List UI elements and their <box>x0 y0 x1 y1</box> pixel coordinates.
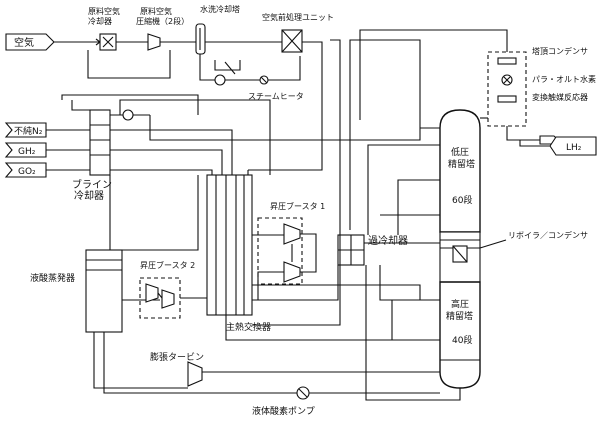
go2-label: GO₂ <box>18 167 36 177</box>
wash-water-pump <box>214 74 226 86</box>
liquid-oxygen-pump <box>296 386 310 400</box>
vacuum-booster-2-label: 昇圧ブースタ 2 <box>140 260 195 270</box>
impure-n2-label: 不純N₂ <box>14 125 43 137</box>
raw-air-compressor-label-1: 原料空気 <box>140 6 172 16</box>
main-heat-exchanger-label: 主熱交換器 <box>226 321 271 333</box>
expansion-turbine-label: 膨張タービン <box>150 351 204 363</box>
brine-cooler <box>89 109 111 176</box>
air-pretreatment-unit <box>281 29 303 53</box>
lp-column-label-1: 低圧 <box>451 146 469 158</box>
brine-cooler-label-2: 冷却器 <box>74 189 104 202</box>
air-pretreat-label: 空気前処理ユニット <box>262 12 334 22</box>
raw-air-cooler <box>99 33 117 51</box>
impure-n2-outlet: 不純N₂ <box>4 122 47 138</box>
vacuum-booster-1 <box>257 217 303 285</box>
liquid-oxygen-pump-label: 液体酸素ポンプ <box>252 405 315 417</box>
vacuum-booster-1-label: 昇圧ブースタ 1 <box>270 201 325 211</box>
lh2-arrow: LH₂ <box>549 136 597 156</box>
air-label: 空気 <box>14 36 34 49</box>
lox-evaporator-label: 液酸蒸発器 <box>30 272 75 284</box>
reboiler-condenser-label: リボイラ／コンデンサ <box>508 230 588 240</box>
brine-cooler-label-1: ブライン <box>72 178 112 191</box>
hp-column-label-3: 40段 <box>452 334 472 346</box>
air-inlet-arrow: 空気 <box>5 33 55 51</box>
brine-pump <box>122 109 134 121</box>
low-pressure-column <box>439 109 481 233</box>
expansion-turbine <box>187 361 203 387</box>
gh2-label: GH₂ <box>18 147 36 157</box>
lp-column-label-3: 60段 <box>452 194 472 206</box>
water-wash-tower-label: 水洗冷却塔 <box>200 4 240 14</box>
subcooler-label: 過冷却器 <box>368 234 408 247</box>
raw-air-cooler-label-2: 冷却器 <box>88 16 112 26</box>
para-ortho-label-1: パラ・オルト水素 <box>532 74 596 84</box>
para-ortho-label-2: 変換触媒反応器 <box>532 92 588 102</box>
raw-air-cooler-label-1: 原料空気 <box>88 6 120 16</box>
lh2-label: LH₂ <box>566 143 582 153</box>
vacuum-booster-2 <box>139 277 181 319</box>
liquid-oxygen-evaporator <box>85 249 123 333</box>
subcooler <box>337 234 365 266</box>
high-pressure-column <box>439 281 481 389</box>
hp-column-label-2: 精留塔 <box>446 310 473 322</box>
raw-air-compressor <box>147 33 161 51</box>
hp-column-label-1: 高圧 <box>451 298 469 310</box>
go2-outlet: GO₂ <box>4 162 47 178</box>
water-wash-tower <box>195 23 206 55</box>
top-condenser-label: 塔頂コンデンサ <box>532 46 588 56</box>
lp-column-label-2: 精留塔 <box>448 158 475 170</box>
reboiler-condenser <box>439 231 481 283</box>
raw-air-compressor-label-2: 圧縮機（2段） <box>136 16 189 26</box>
gh2-outlet: GH₂ <box>4 142 47 158</box>
top-condenser <box>497 57 517 103</box>
steam-heater-label: スチームヒータ <box>248 92 304 101</box>
main-heat-exchanger <box>206 174 253 316</box>
